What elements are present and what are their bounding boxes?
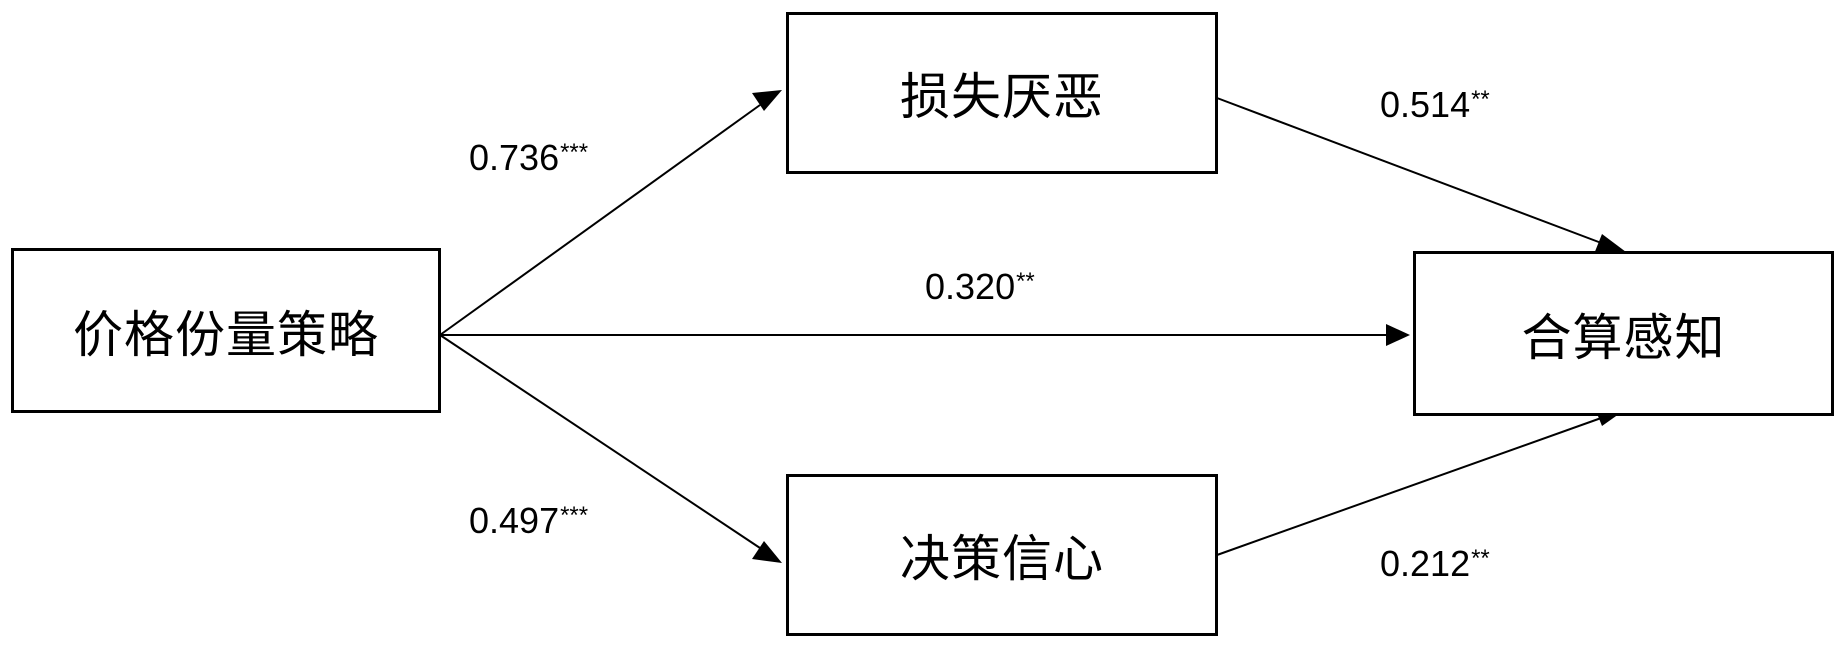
arrow-loss-to-deal (1216, 97, 1605, 245)
coef-value: 0.497 (469, 500, 560, 541)
arrow-price-to-loss (439, 104, 761, 336)
coef-price-to-loss: 0.736*** (469, 137, 588, 179)
coef-value: 0.736 (469, 137, 560, 178)
arrow-confidence-to-deal (1216, 416, 1605, 556)
coef-price-to-deal: 0.320** (925, 266, 1035, 308)
node-label: 价格份量策略 (73, 305, 379, 364)
coef-value: 0.320 (925, 266, 1016, 307)
sig-stars: ** (1471, 545, 1490, 572)
arrowhead-price-to-confidence (752, 541, 782, 563)
arrowhead-loss-to-deal (1594, 234, 1626, 254)
node-deal-perception: 合算感知 (1413, 251, 1834, 416)
node-price-portion-strategy: 价格份量策略 (11, 248, 441, 413)
coef-confidence-to-deal: 0.212** (1380, 543, 1490, 585)
node-decision-confidence: 决策信心 (786, 474, 1218, 636)
node-label: 损失厌恶 (900, 68, 1104, 126)
arrow-price-to-confidence (439, 334, 761, 549)
coef-loss-to-deal: 0.514** (1380, 84, 1490, 126)
node-label: 合算感知 (1521, 308, 1726, 367)
node-label: 决策信心 (900, 530, 1104, 588)
node-loss-aversion: 损失厌恶 (786, 12, 1218, 174)
sig-stars: *** (560, 139, 589, 166)
coef-value: 0.212 (1380, 543, 1471, 584)
coef-value: 0.514 (1380, 84, 1471, 125)
sig-stars: ** (1016, 268, 1035, 295)
arrowhead-price-to-loss (752, 90, 782, 111)
arrowhead-price-to-deal (1386, 324, 1410, 346)
coef-price-to-confidence: 0.497*** (469, 500, 588, 542)
sig-stars: *** (560, 502, 589, 529)
sig-stars: ** (1471, 86, 1490, 113)
